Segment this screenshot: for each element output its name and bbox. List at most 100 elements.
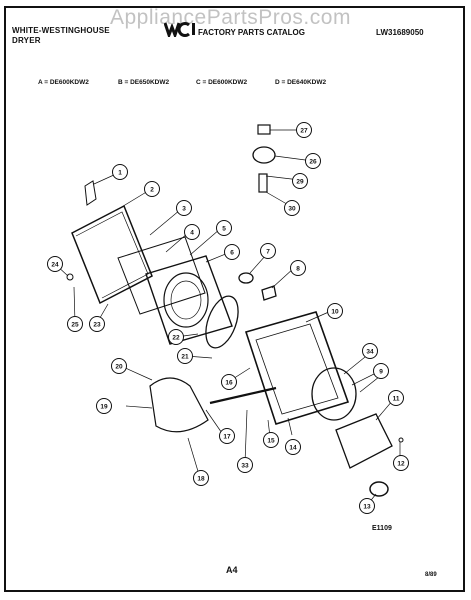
catalog-number: LW31689050 <box>376 28 424 37</box>
callout-12: 12 <box>393 455 409 471</box>
part-inner-panel <box>117 236 206 315</box>
watermark: AppliancePartsPros.com <box>110 6 351 29</box>
svg-text:20: 20 <box>115 364 123 371</box>
model-b: B = DE650KDW2 <box>118 79 170 86</box>
callout-19-left: 19 <box>96 398 112 414</box>
part-strap <box>209 386 277 405</box>
catalog-title: FACTORY PARTS CATALOG <box>198 28 305 37</box>
callout-7: 7 <box>260 243 276 259</box>
part-blower-housing <box>335 413 393 469</box>
svg-text:29: 29 <box>296 179 304 186</box>
part-screen-housing <box>145 255 233 345</box>
svg-text:25: 25 <box>71 322 79 329</box>
callout-1: 1 <box>112 164 128 180</box>
callout-8: 8 <box>290 260 306 276</box>
callout-26: 26 <box>305 153 321 169</box>
callout-34: 34 <box>362 343 378 359</box>
svg-text:27: 27 <box>300 128 308 135</box>
part-front-panel <box>244 311 350 425</box>
svg-text:15: 15 <box>267 438 275 445</box>
svg-text:12: 12 <box>397 461 405 468</box>
model-a: A = DE600KDW2 <box>38 79 89 86</box>
svg-text:30: 30 <box>288 206 296 213</box>
callout-25: 25 <box>67 316 83 332</box>
svg-text:9: 9 <box>379 369 383 376</box>
part-lint-screen <box>163 272 209 328</box>
part-bracket <box>261 285 277 301</box>
part-gasket <box>311 367 357 421</box>
figure-code: E1109 <box>372 525 392 532</box>
callout-6: 6 <box>224 244 240 260</box>
svg-text:6: 6 <box>230 250 234 257</box>
callout-9: 9 <box>373 363 389 379</box>
part-drum-opening <box>149 377 209 433</box>
callout-18: 18 <box>193 470 209 486</box>
svg-text:19: 19 <box>100 404 108 411</box>
svg-text:2: 2 <box>150 187 154 194</box>
callout-27: 27 <box>296 122 312 138</box>
brand-name: WHITE-WESTINGHOUSE <box>12 26 110 35</box>
model-c: C = DE600KDW2 <box>196 79 248 86</box>
svg-text:18: 18 <box>197 476 205 483</box>
svg-text:24: 24 <box>51 262 59 269</box>
svg-text:14: 14 <box>289 445 297 452</box>
product-type: DRYER <box>12 36 41 45</box>
svg-text:11: 11 <box>393 396 400 403</box>
callout-17: 17 <box>219 428 235 444</box>
part-motor-cup <box>252 146 276 164</box>
page-border <box>4 6 465 592</box>
svg-text:3: 3 <box>182 206 186 213</box>
part-bearing <box>238 272 254 284</box>
callout-2: 2 <box>144 181 160 197</box>
callout-labels: 1 2 3 4 5 6 7 8 10 11 12 13 14 15 16 17 … <box>47 122 409 514</box>
callout-33: 33 <box>237 457 253 473</box>
svg-text:33: 33 <box>241 463 249 470</box>
model-d: D = DE640KDW2 <box>275 79 327 86</box>
wci-logo-icon <box>163 22 195 40</box>
callout-22: 22 <box>168 329 184 345</box>
callout-20: 20 <box>111 358 127 374</box>
svg-text:5: 5 <box>222 226 226 233</box>
svg-text:13: 13 <box>363 504 371 511</box>
callout-13: 13 <box>359 498 375 514</box>
callout-4: 4 <box>184 224 200 240</box>
part-screw-12 <box>398 437 404 443</box>
svg-text:8: 8 <box>296 266 300 273</box>
part-seal-ring <box>205 295 239 349</box>
part-clip <box>84 180 97 206</box>
callout-29: 29 <box>292 173 308 189</box>
part-lint-screen-mesh <box>170 280 202 320</box>
svg-text:10: 10 <box>331 309 339 316</box>
callout-5: 5 <box>216 220 232 236</box>
callout-3: 3 <box>176 200 192 216</box>
svg-text:21: 21 <box>181 354 189 361</box>
callout-16: 16 <box>221 374 237 390</box>
wci-logo <box>163 21 198 42</box>
part-fan <box>369 481 389 497</box>
part-terminal <box>258 173 268 193</box>
callout-15: 15 <box>263 432 279 448</box>
svg-text:34: 34 <box>366 349 374 356</box>
brand-header: WHITE-WESTINGHOUSE DRYER <box>12 26 110 46</box>
svg-text:16: 16 <box>225 380 233 387</box>
revision-date: 8/89 <box>425 572 437 578</box>
callout-30: 30 <box>284 200 300 216</box>
svg-text:1: 1 <box>118 170 122 177</box>
callout-11: 11 <box>388 390 404 406</box>
callout-23: 23 <box>89 316 105 332</box>
svg-text:7: 7 <box>266 249 270 256</box>
callout-21: 21 <box>177 348 193 364</box>
part-door-panel <box>71 204 153 305</box>
svg-text:22: 22 <box>172 335 180 342</box>
callout-10: 10 <box>327 303 343 319</box>
svg-text:26: 26 <box>309 159 317 166</box>
callout-24: 24 <box>47 256 63 272</box>
svg-text:4: 4 <box>190 230 194 237</box>
part-screw <box>66 273 74 281</box>
svg-text:17: 17 <box>223 434 231 441</box>
page-number: A4 <box>226 565 238 575</box>
part-door-panel-inner <box>75 211 149 299</box>
svg-text:23: 23 <box>93 322 101 329</box>
